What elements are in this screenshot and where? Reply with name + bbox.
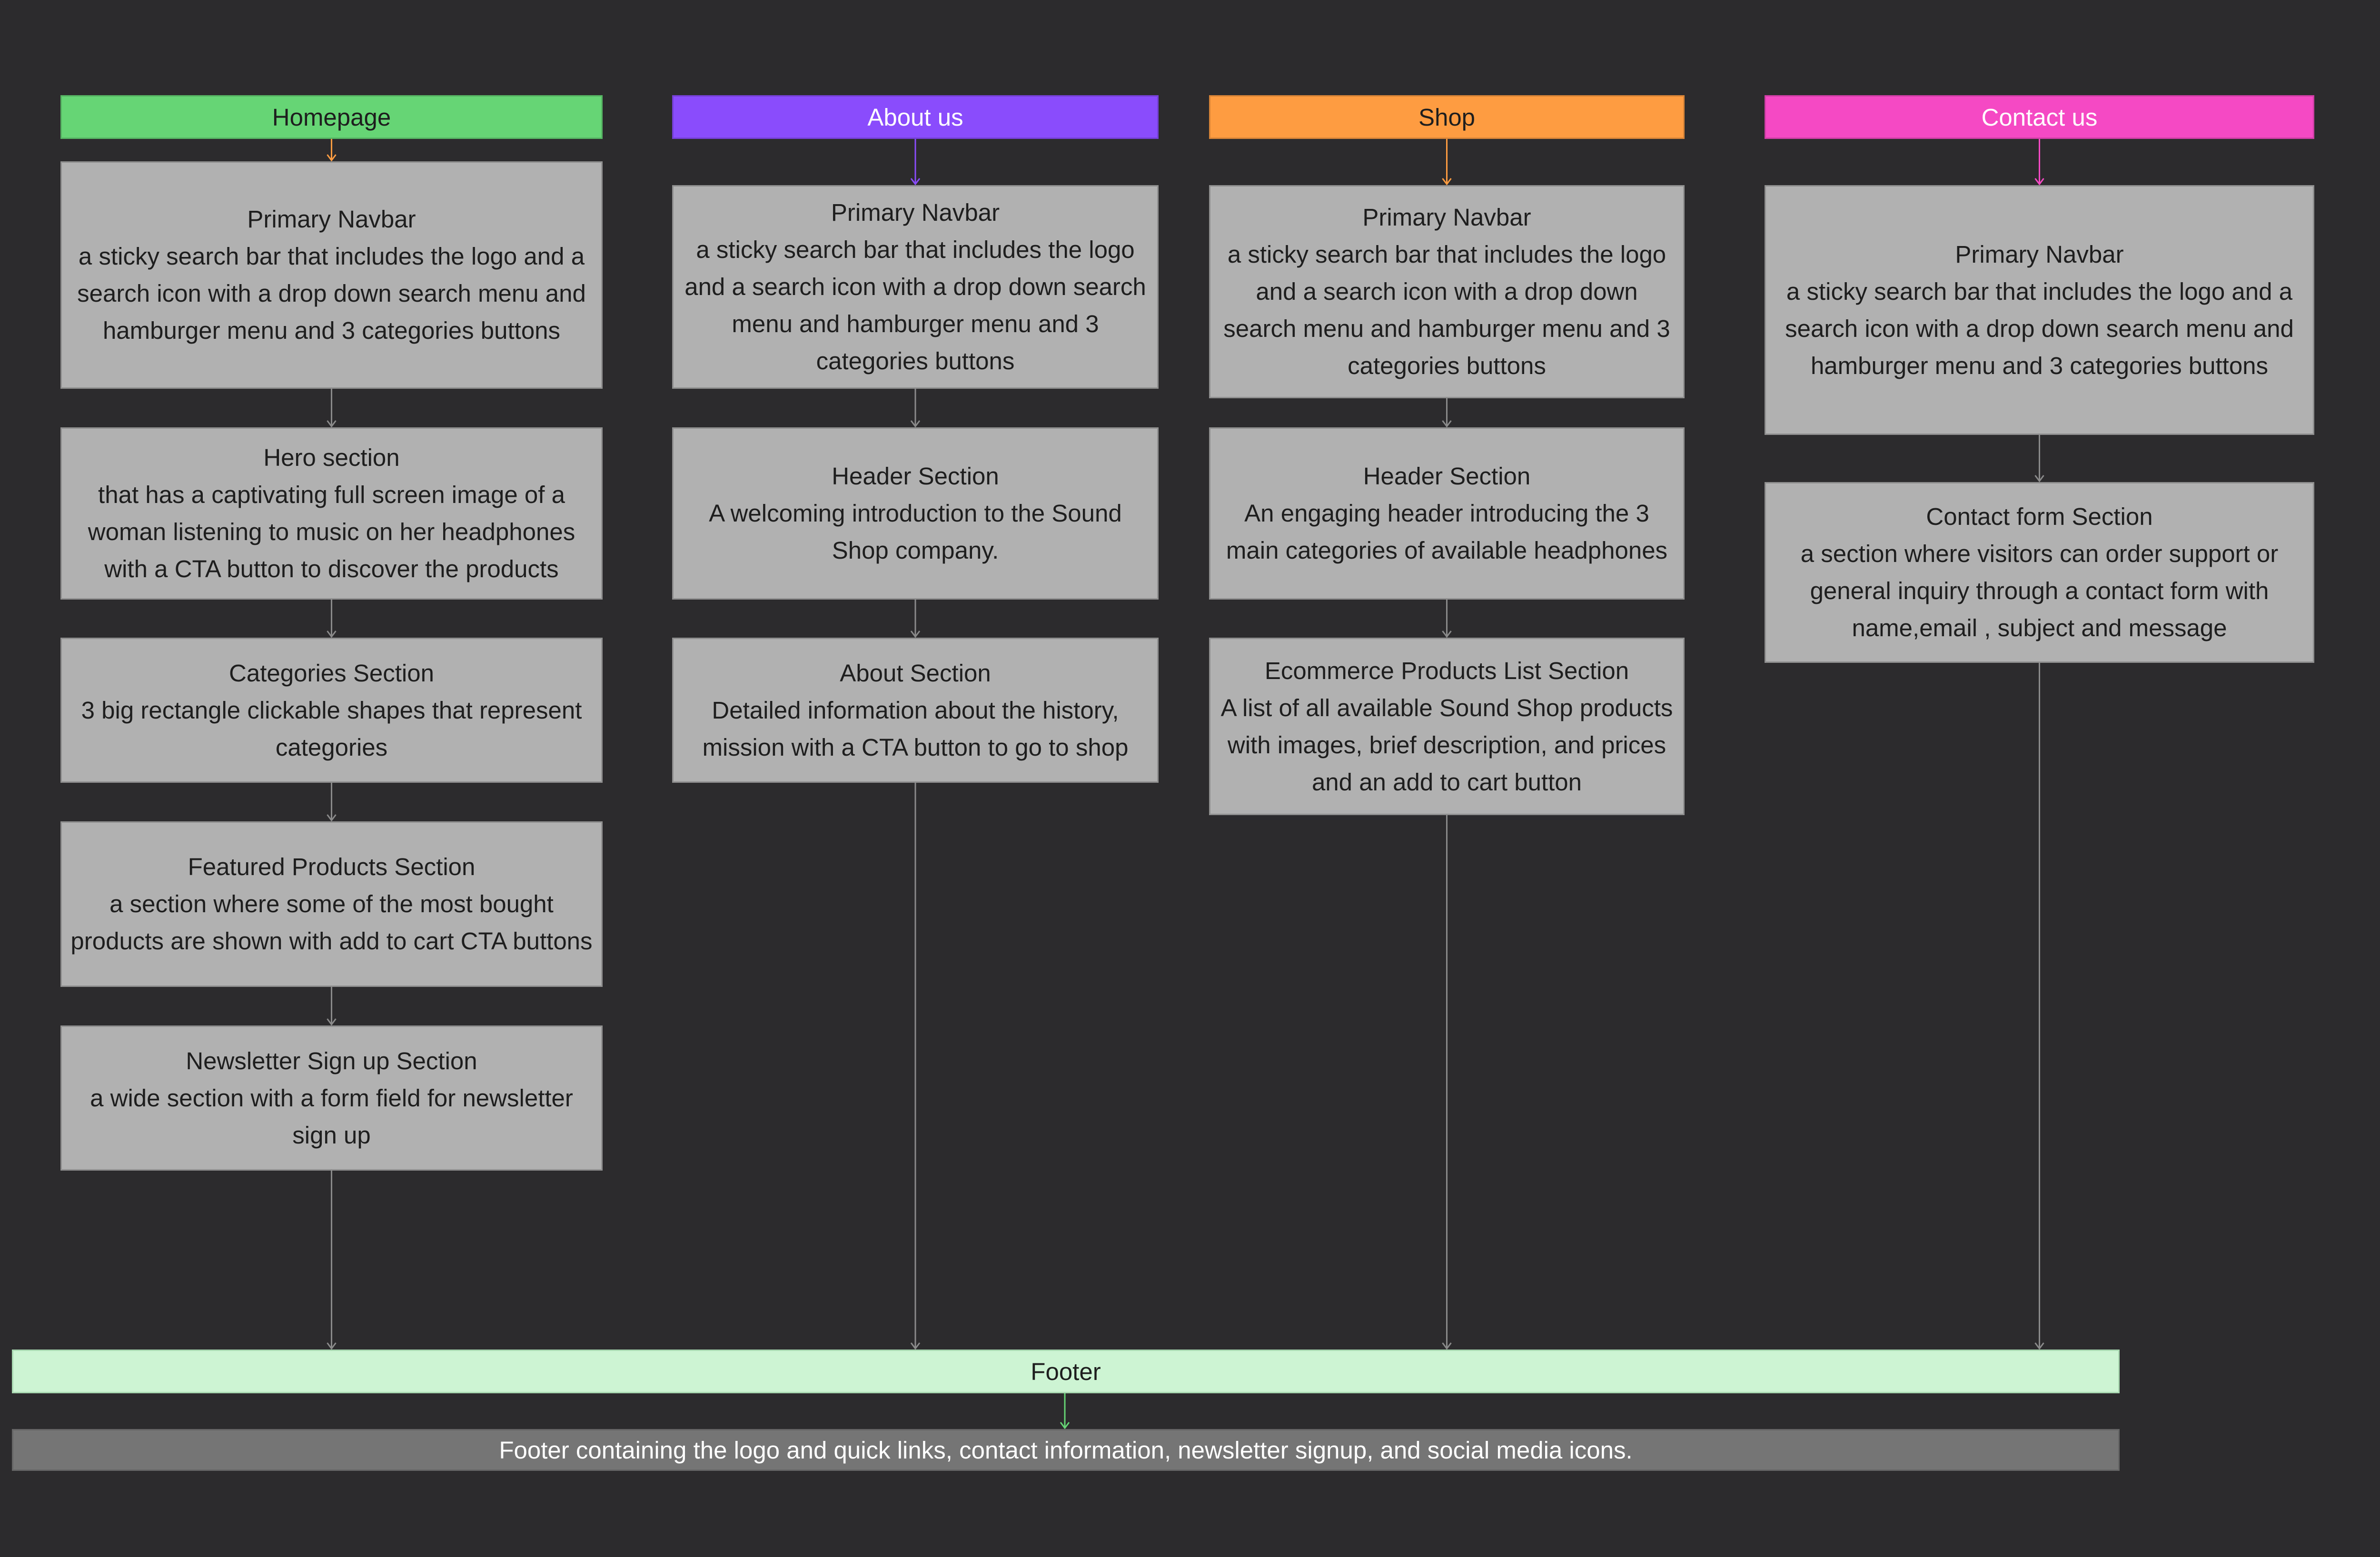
footer-desc-connector-arrowhead bbox=[1060, 1422, 1070, 1429]
section-title: Categories Section bbox=[229, 659, 434, 687]
footer-description-box: Footer containing the logo and quick lin… bbox=[12, 1429, 2120, 1471]
section-description: a sticky search bar that includes the lo… bbox=[1785, 277, 2294, 379]
shop-header-section: Header Section An engaging header introdu… bbox=[1209, 427, 1685, 600]
section-title: Primary Navbar bbox=[247, 206, 416, 233]
homepage-header: Homepage bbox=[60, 95, 603, 139]
section-title: Ecommerce Products List Section bbox=[1264, 657, 1629, 684]
section-title: Contact form Section bbox=[1926, 503, 2153, 530]
section-connector-arrowhead bbox=[327, 631, 337, 638]
about-navbar-section: Primary Navbar a sticky search bar that i… bbox=[672, 185, 1159, 389]
section-description: A list of all available Sound Shop produ… bbox=[1220, 694, 1673, 796]
section-connector-arrowhead bbox=[2034, 475, 2044, 483]
shop-header-label: Shop bbox=[1418, 103, 1476, 131]
section-description: Detailed information about the history, … bbox=[702, 696, 1129, 761]
section-title: About Section bbox=[840, 659, 991, 687]
footer-connector-arrowhead bbox=[327, 1342, 337, 1350]
section-title: Header Section bbox=[1363, 463, 1531, 490]
shop-header: Shop bbox=[1209, 95, 1685, 139]
section-description: 3 big rectangle clickable shapes that re… bbox=[81, 696, 582, 761]
section-description: An engaging header introducing the 3 mai… bbox=[1226, 500, 1668, 564]
homepage-categories-section: Categories Section 3 big rectangle clicka… bbox=[60, 638, 603, 783]
section-title: Featured Products Section bbox=[188, 853, 476, 880]
contact-us-header: Contact us bbox=[1765, 95, 2314, 139]
header-connector-arrowhead bbox=[910, 178, 921, 186]
section-title: Primary Navbar bbox=[831, 199, 1000, 226]
about-us-header-label: About us bbox=[867, 103, 963, 131]
about-us-header: About us bbox=[672, 95, 1159, 139]
section-description: a section where some of the most bought … bbox=[70, 890, 593, 955]
homepage-featured-products-section: Featured Products Section a section wher… bbox=[60, 821, 603, 987]
section-description: a sticky search bar that includes the lo… bbox=[77, 243, 586, 344]
section-connector-arrowhead bbox=[327, 814, 337, 822]
section-connector-arrowhead bbox=[910, 631, 921, 638]
shop-navbar-section: Primary Navbar a sticky search bar that i… bbox=[1209, 185, 1685, 398]
section-title: Newsletter Sign up Section bbox=[186, 1047, 477, 1074]
section-description: a section where visitors can order suppo… bbox=[1800, 540, 2279, 641]
homepage-navbar-section: Primary Navbar a sticky search bar that i… bbox=[60, 161, 603, 389]
contact-form-section: Contact form Section a section where visi… bbox=[1765, 482, 2314, 663]
section-description: a sticky search bar that includes the lo… bbox=[684, 236, 1146, 374]
section-description: a sticky search bar that includes the lo… bbox=[1223, 241, 1670, 379]
footer-header-label: Footer bbox=[1031, 1358, 1101, 1385]
footer-connector-arrowhead bbox=[1442, 1342, 1452, 1350]
contact-us-header-label: Contact us bbox=[1981, 103, 2098, 131]
about-header-section: Header Section A welcoming introduction t… bbox=[672, 427, 1159, 600]
footer-connector-arrowhead bbox=[2034, 1342, 2044, 1350]
section-title: Header Section bbox=[832, 463, 999, 490]
footer-connector-arrowhead bbox=[910, 1342, 921, 1350]
section-description: A welcoming introduction to the Sound Sh… bbox=[709, 500, 1122, 564]
header-connector-arrowhead bbox=[1442, 178, 1452, 186]
section-title: Primary Navbar bbox=[1955, 240, 2124, 268]
section-connector-arrowhead bbox=[1442, 420, 1452, 428]
shop-products-list-section: Ecommerce Products List Section A list of… bbox=[1209, 638, 1685, 815]
section-description: that has a captivating full screen image… bbox=[88, 481, 575, 582]
homepage-hero-section: Hero section that has a captivating full … bbox=[60, 427, 603, 600]
footer-header: Footer bbox=[12, 1350, 2120, 1393]
homepage-header-label: Homepage bbox=[272, 103, 391, 131]
section-connector-arrowhead bbox=[327, 1018, 337, 1026]
footer-description: Footer containing the logo and quick lin… bbox=[499, 1436, 1633, 1464]
header-connector-arrowhead bbox=[2034, 178, 2044, 186]
section-connector-arrowhead bbox=[910, 420, 921, 428]
section-connector-arrowhead bbox=[1442, 631, 1452, 638]
section-title: Hero section bbox=[263, 444, 400, 471]
homepage-newsletter-section: Newsletter Sign up Section a wide section… bbox=[60, 1025, 603, 1171]
contact-navbar-section: Primary Navbar a sticky search bar that i… bbox=[1765, 185, 2314, 435]
header-connector-arrowhead bbox=[327, 154, 337, 162]
section-title: Primary Navbar bbox=[1362, 204, 1531, 231]
section-connector-arrowhead bbox=[327, 420, 337, 428]
section-description: a wide section with a form field for new… bbox=[90, 1084, 573, 1149]
